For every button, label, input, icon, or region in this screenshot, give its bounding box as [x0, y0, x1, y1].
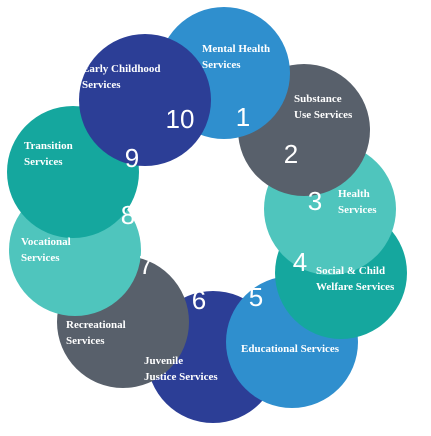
- service-label-line: Substance: [294, 93, 342, 105]
- service-label-line: Services: [82, 79, 121, 91]
- service-number-7: 7: [139, 250, 153, 280]
- service-number-2: 2: [284, 139, 298, 169]
- service-label-line: Transition: [24, 140, 73, 152]
- service-label-line: Services: [24, 156, 63, 168]
- service-number-4: 4: [293, 247, 307, 277]
- service-label-line: Mental Health: [202, 43, 270, 55]
- service-number-3: 3: [308, 186, 322, 216]
- service-number-10: 10: [166, 104, 195, 134]
- service-label-line: Welfare Services: [316, 281, 395, 293]
- service-label-line: Services: [21, 252, 60, 264]
- circles-layer: [7, 7, 407, 423]
- service-number-9: 9: [125, 143, 139, 173]
- service-label-line: Vocational: [21, 236, 71, 248]
- service-label-line: Social & Child: [316, 265, 385, 277]
- service-number-5: 5: [249, 282, 263, 312]
- service-label-line: Recreational: [66, 319, 126, 331]
- service-label-line: Services: [338, 204, 377, 216]
- service-label-line: Use Services: [294, 109, 353, 121]
- service-label-line: Educational Services: [241, 343, 340, 355]
- service-number-6: 6: [192, 285, 206, 315]
- service-label-line: Services: [66, 335, 105, 347]
- service-number-8: 8: [121, 200, 135, 230]
- service-label-line: Health: [338, 188, 370, 200]
- service-label-line: Juvenile: [144, 355, 183, 367]
- service-label-line: Justice Services: [144, 371, 218, 383]
- service-number-1: 1: [236, 102, 250, 132]
- service-circle-10: [79, 34, 211, 166]
- service-label-line: Early Childhood: [82, 63, 161, 75]
- service-label-line: Services: [202, 59, 241, 71]
- service-label-5: Educational Services: [241, 343, 340, 355]
